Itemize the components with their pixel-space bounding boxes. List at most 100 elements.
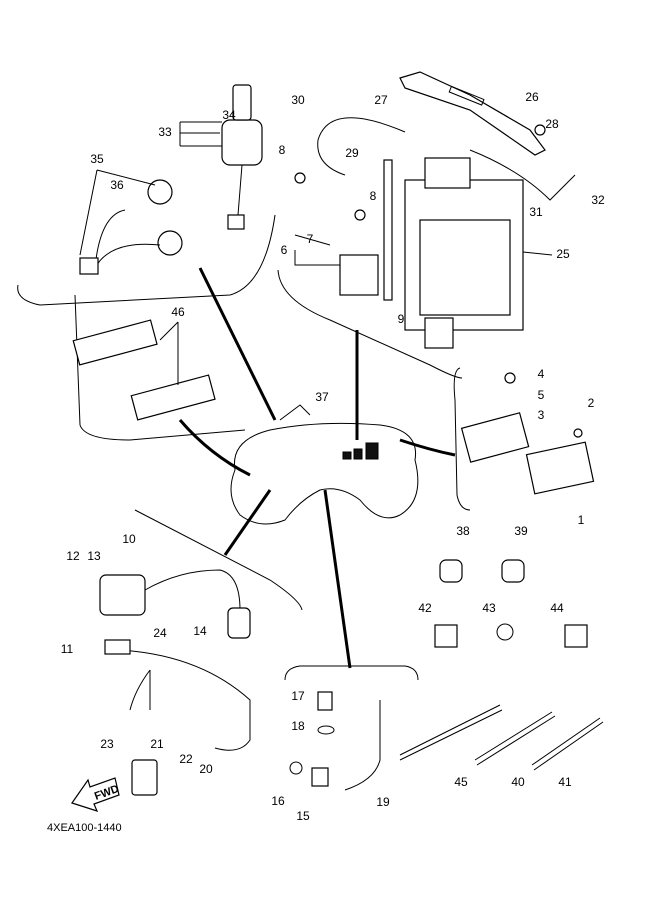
harness-line [399,438,456,457]
group-boundary-sensor [284,665,419,681]
handlebar-switch [147,179,173,205]
relay [424,317,454,349]
thermo-unit [317,691,333,711]
callout-24: 24 [153,626,167,640]
leader-6 [294,234,340,266]
callout-7: 7 [307,232,314,246]
leader-35 [79,169,156,256]
battery-cable-positive [469,149,576,201]
callout-4: 4 [538,367,545,381]
callout-25: 25 [556,247,570,261]
leader-33 [179,121,222,147]
bolt-icon [354,209,366,221]
callout-37: 37 [315,390,329,404]
vehicle-component [353,448,363,460]
sub-harness [119,649,251,751]
clamp-38 [439,559,463,583]
group-boundary-ignition [134,509,303,611]
callout-18: 18 [291,719,305,733]
battery-cover [424,157,471,189]
leader-46 [159,321,179,385]
callout-6: 6 [281,243,288,257]
callout-41: 41 [558,775,572,789]
gasket [317,725,335,735]
washer [289,761,303,775]
band-slot [448,85,485,106]
callout-33: 33 [158,125,172,139]
callout-44: 44 [550,601,564,615]
callout-36: 36 [110,178,124,192]
clamp-44 [564,624,588,648]
battery-vent-hose [383,159,393,301]
harness-line [223,489,272,556]
group-boundary-regulator [453,367,471,511]
callout-40: 40 [511,775,525,789]
cable-tie-40 [474,711,556,766]
callout-16: 16 [271,794,285,808]
callout-9: 9 [398,312,405,326]
battery-band [399,71,546,156]
callout-13: 13 [87,549,101,563]
callout-26: 26 [525,90,539,104]
callout-29: 29 [345,146,359,160]
handlebar-switch [157,230,183,256]
diagram-code: 4XEA100-1440 [47,822,122,834]
callout-32: 32 [591,193,605,207]
callout-23: 23 [100,737,114,751]
filter-pad [72,319,158,366]
fwd-arrow-icon: FWD [71,777,121,812]
callout-45: 45 [454,775,468,789]
callout-17: 17 [291,689,305,703]
cable-tie-41 [531,717,604,771]
callout-42: 42 [418,601,432,615]
callout-22: 22 [179,752,193,766]
protective-cover [131,759,158,796]
callout-31: 31 [529,205,543,219]
bolt-icon [294,172,306,184]
callout-27: 27 [374,93,388,107]
harness-line [198,267,277,421]
filter-pad [130,374,216,421]
callout-28: 28 [545,117,559,131]
main-switch [221,119,263,166]
rectifier-regulator [460,412,530,463]
switch-wire [237,164,243,216]
harness-line [323,489,352,669]
vehicle-component [365,442,379,460]
callout-15: 15 [296,809,310,823]
clamp-39 [501,559,525,583]
spark-plug-cap [227,607,251,639]
switch-connector [227,214,245,230]
cable-tie-45 [399,704,503,761]
callout-11: 11 [61,642,74,656]
callout-30: 30 [291,93,305,107]
callout-34: 34 [222,108,236,122]
callout-1: 1 [578,513,585,527]
connector [104,639,131,655]
vehicle-outline [230,422,419,525]
harness-line [178,419,251,477]
clamp-43 [496,623,514,641]
sensor-lead [344,700,381,791]
callout-38: 38 [456,524,470,538]
callout-8: 8 [370,189,377,203]
callout-10: 10 [122,532,136,546]
callout-12: 12 [66,549,80,563]
callout-3: 3 [538,408,545,422]
callout-39: 39 [514,524,528,538]
clamp-42 [434,624,458,648]
bolt-icon [573,428,583,438]
vehicle-component [342,451,352,460]
group-boundary-filter [74,294,246,441]
callout-21: 21 [150,737,164,751]
spark-plug-lead [144,569,241,611]
handlebar [279,404,311,421]
callout-46: 46 [171,305,185,319]
callout-2: 2 [588,396,595,410]
leader-25 [522,251,553,256]
callout-20: 20 [199,762,213,776]
battery-cable-negative [317,117,406,176]
